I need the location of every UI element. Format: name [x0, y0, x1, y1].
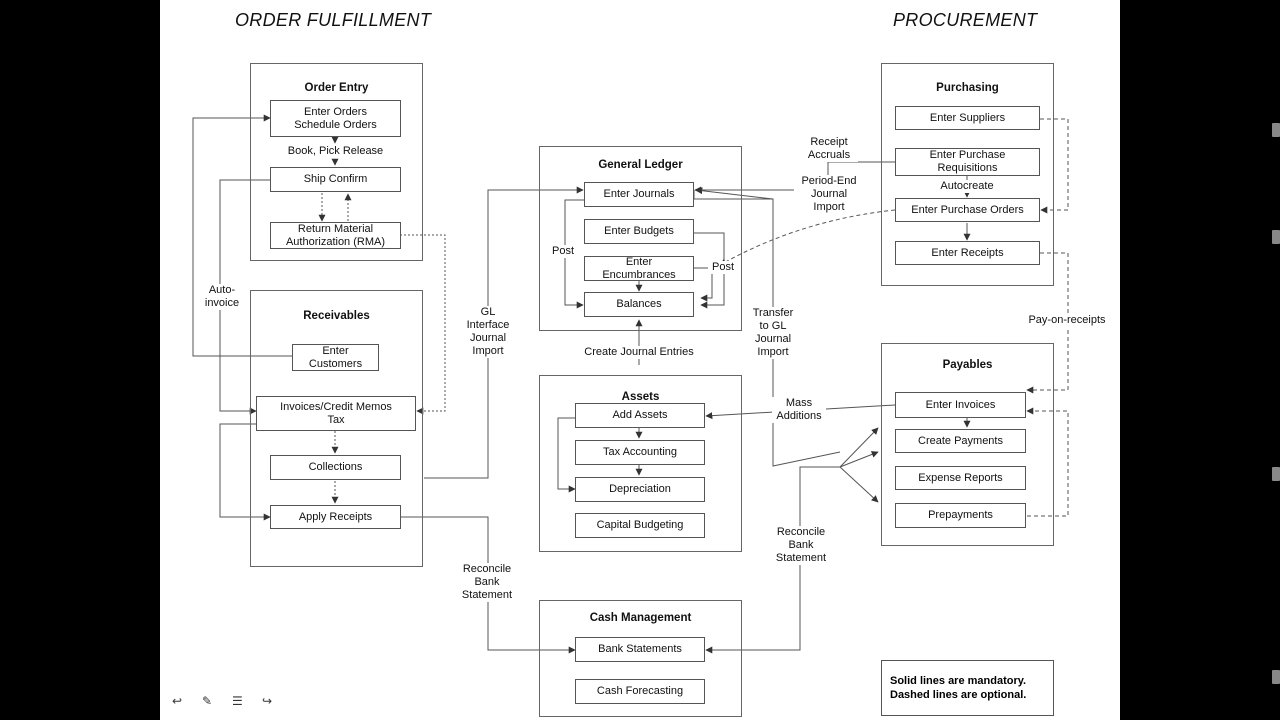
node-enter-receipts[interactable]: Enter Receipts [895, 241, 1040, 265]
label-transfer-to-gl-journal-import: Transfer to GL Journal Import [744, 307, 802, 359]
group-title-receivables: Receivables [303, 310, 370, 322]
label-auto-invoice: Auto- invoice [198, 284, 246, 310]
node-enter-orders[interactable]: Enter Orders Schedule Orders [270, 100, 401, 137]
group-purchasing [881, 63, 1054, 286]
label-reconcile-bank-statement-left: Reconcile Bank Statement [456, 563, 518, 602]
node-cash-forecasting[interactable]: Cash Forecasting [575, 679, 705, 704]
group-title-payables: Payables [942, 359, 993, 371]
node-enter-encumbrances[interactable]: Enter Encumbrances [584, 256, 694, 281]
legend-line-optional: Dashed lines are optional. [890, 689, 1027, 701]
label-book-pick-release: Book, Pick Release [287, 145, 384, 157]
node-expense-reports[interactable]: Expense Reports [895, 466, 1026, 490]
group-title-assets: Assets [621, 391, 660, 403]
prev-slide-icon[interactable]: ↩ [172, 694, 183, 708]
right-edge-strip [1272, 95, 1280, 695]
node-enter-purchase-requisitions[interactable]: Enter Purchase Requisitions [895, 148, 1040, 176]
label-gl-interface-journal-import: GL Interface Journal Import [460, 306, 516, 358]
node-enter-journals[interactable]: Enter Journals [584, 182, 694, 207]
group-title-cash-management: Cash Management [589, 612, 692, 624]
node-apply-receipts[interactable]: Apply Receipts [270, 505, 401, 529]
group-assets [539, 375, 742, 552]
node-invoices-credit-memos[interactable]: Invoices/Credit Memos Tax [256, 396, 416, 431]
pen-icon[interactable]: ✎ [202, 694, 213, 708]
node-bank-statements[interactable]: Bank Statements [575, 637, 705, 662]
label-period-end-journal-import: Period-End Journal Import [794, 175, 864, 214]
group-payables [881, 343, 1054, 546]
label-mass-additions: Mass Additions [772, 397, 826, 423]
label-pay-on-receipts: Pay-on-receipts [1024, 314, 1110, 327]
label-autocreate: Autocreate [930, 180, 1004, 193]
heading-order-fulfillment: ORDER FULFILLMENT [235, 10, 432, 30]
group-order-entry [250, 63, 423, 261]
node-create-payments[interactable]: Create Payments [895, 429, 1026, 453]
strip-icon[interactable] [1272, 230, 1280, 244]
label-create-journal-entries: Create Journal Entries [570, 346, 708, 359]
node-enter-customers[interactable]: Enter Customers [292, 344, 379, 371]
strip-icon[interactable] [1272, 123, 1280, 137]
menu-icon[interactable]: ☰ [232, 694, 243, 708]
node-balances[interactable]: Balances [584, 292, 694, 317]
legend-box: Solid lines are mandatory. Dashed lines … [881, 660, 1054, 716]
node-enter-budgets[interactable]: Enter Budgets [584, 219, 694, 244]
node-prepayments[interactable]: Prepayments [895, 503, 1026, 528]
node-enter-invoices[interactable]: Enter Invoices [895, 392, 1026, 418]
group-cash-management [539, 600, 742, 717]
strip-icon[interactable] [1272, 670, 1280, 684]
label-post-left: Post [548, 245, 578, 258]
strip-icon[interactable] [1272, 467, 1280, 481]
group-title-order-entry: Order Entry [304, 82, 369, 94]
next-slide-icon[interactable]: ↪ [262, 694, 273, 708]
node-capital-budgeting[interactable]: Capital Budgeting [575, 513, 705, 538]
heading-procurement: PROCUREMENT [893, 10, 1038, 30]
group-receivables [250, 290, 423, 567]
node-rma[interactable]: Return Material Authorization (RMA) [270, 222, 401, 249]
node-enter-suppliers[interactable]: Enter Suppliers [895, 106, 1040, 130]
label-post-right: Post [708, 261, 738, 274]
node-ship-confirm[interactable]: Ship Confirm [270, 167, 401, 192]
group-general-ledger [539, 146, 742, 331]
node-depreciation[interactable]: Depreciation [575, 477, 705, 502]
diagram-slide: ORDER FULFILLMENT PROCUREMENT Order Entr… [160, 0, 1120, 720]
legend-line-mandatory: Solid lines are mandatory. [890, 675, 1027, 687]
node-add-assets[interactable]: Add Assets [575, 403, 705, 428]
label-reconcile-bank-statement-right: Reconcile Bank Statement [770, 526, 832, 565]
node-tax-accounting[interactable]: Tax Accounting [575, 440, 705, 465]
node-enter-purchase-orders[interactable]: Enter Purchase Orders [895, 198, 1040, 222]
group-title-purchasing: Purchasing [936, 82, 999, 94]
group-title-general-ledger: General Ledger [598, 159, 683, 171]
node-collections[interactable]: Collections [270, 455, 401, 480]
label-receipt-accruals: Receipt Accruals [800, 136, 858, 162]
